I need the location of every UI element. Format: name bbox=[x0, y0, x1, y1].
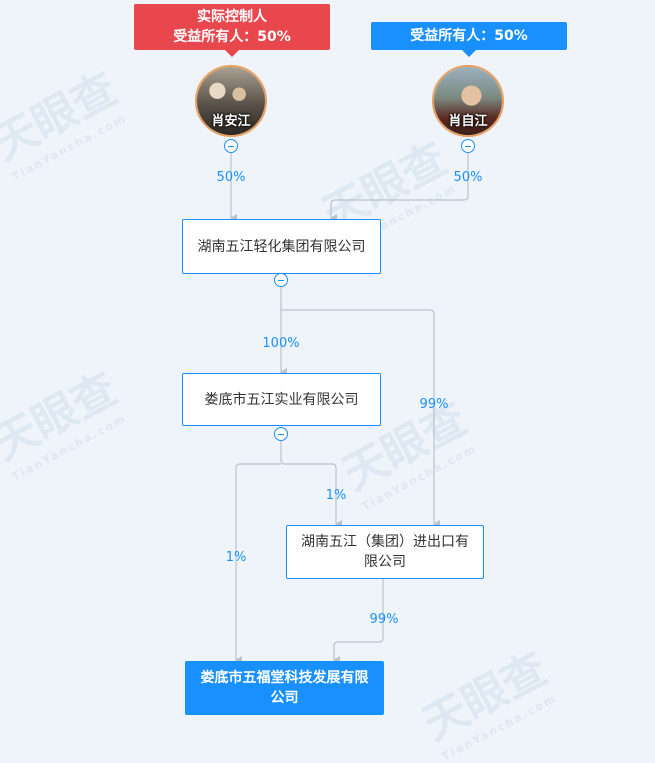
share-percent: 1% bbox=[225, 550, 247, 565]
edge-group-to-import-export bbox=[281, 309, 440, 528]
company-name: 湖南五江轻化集团有限公司 bbox=[197, 238, 366, 255]
collapse-toggle[interactable] bbox=[224, 139, 238, 153]
share-percent: 1% bbox=[325, 488, 347, 503]
company-node-target[interactable]: 娄底市五福堂科技发展有限公司 bbox=[185, 661, 384, 715]
collapse-toggle[interactable] bbox=[274, 273, 288, 287]
avatar-xiaoanjiang[interactable]: 肖安江 bbox=[195, 65, 267, 137]
share-percent: 99% bbox=[419, 397, 449, 412]
edge-industry-to-import-export bbox=[280, 441, 342, 528]
company-name: 娄底市五福堂科技发展有限公司 bbox=[200, 670, 369, 706]
company-name: 娄底市五江实业有限公司 bbox=[204, 391, 359, 408]
tag-beneficiary-share: 受益所有人：50% bbox=[173, 29, 291, 45]
edge-import-export-to-target bbox=[333, 578, 384, 664]
beneficiary-tag: 受益所有人：50% bbox=[371, 22, 567, 57]
collapse-toggle[interactable] bbox=[461, 139, 475, 153]
share-percent: 50% bbox=[453, 170, 483, 185]
person-photo bbox=[434, 67, 502, 135]
collapse-toggle[interactable] bbox=[274, 427, 288, 441]
person-name: 肖自江 bbox=[448, 114, 488, 129]
company-node-import-export[interactable]: 湖南五江（集团）进出口有限公司 bbox=[286, 525, 484, 579]
person-name: 肖安江 bbox=[211, 114, 251, 129]
share-percent: 99% bbox=[369, 612, 399, 627]
tag-title: 实际控制人 bbox=[197, 9, 267, 25]
share-percent: 100% bbox=[262, 336, 300, 351]
share-percent: 50% bbox=[216, 170, 246, 185]
avatar-xiaozijiang[interactable]: 肖自江 bbox=[432, 65, 504, 137]
company-node-industry[interactable]: 娄底市五江实业有限公司 bbox=[182, 373, 381, 426]
controller-tag: 实际控制人 受益所有人：50% bbox=[134, 4, 330, 57]
company-name: 湖南五江（集团）进出口有限公司 bbox=[301, 534, 469, 570]
connector-lines bbox=[230, 153, 469, 664]
company-node-group[interactable]: 湖南五江轻化集团有限公司 bbox=[182, 219, 381, 274]
tag-beneficiary-share: 受益所有人：50% bbox=[410, 28, 528, 44]
edge-xiaozijiang-to-group bbox=[330, 153, 469, 222]
edge-industry-to-target bbox=[235, 463, 281, 664]
person-photo bbox=[197, 67, 265, 135]
